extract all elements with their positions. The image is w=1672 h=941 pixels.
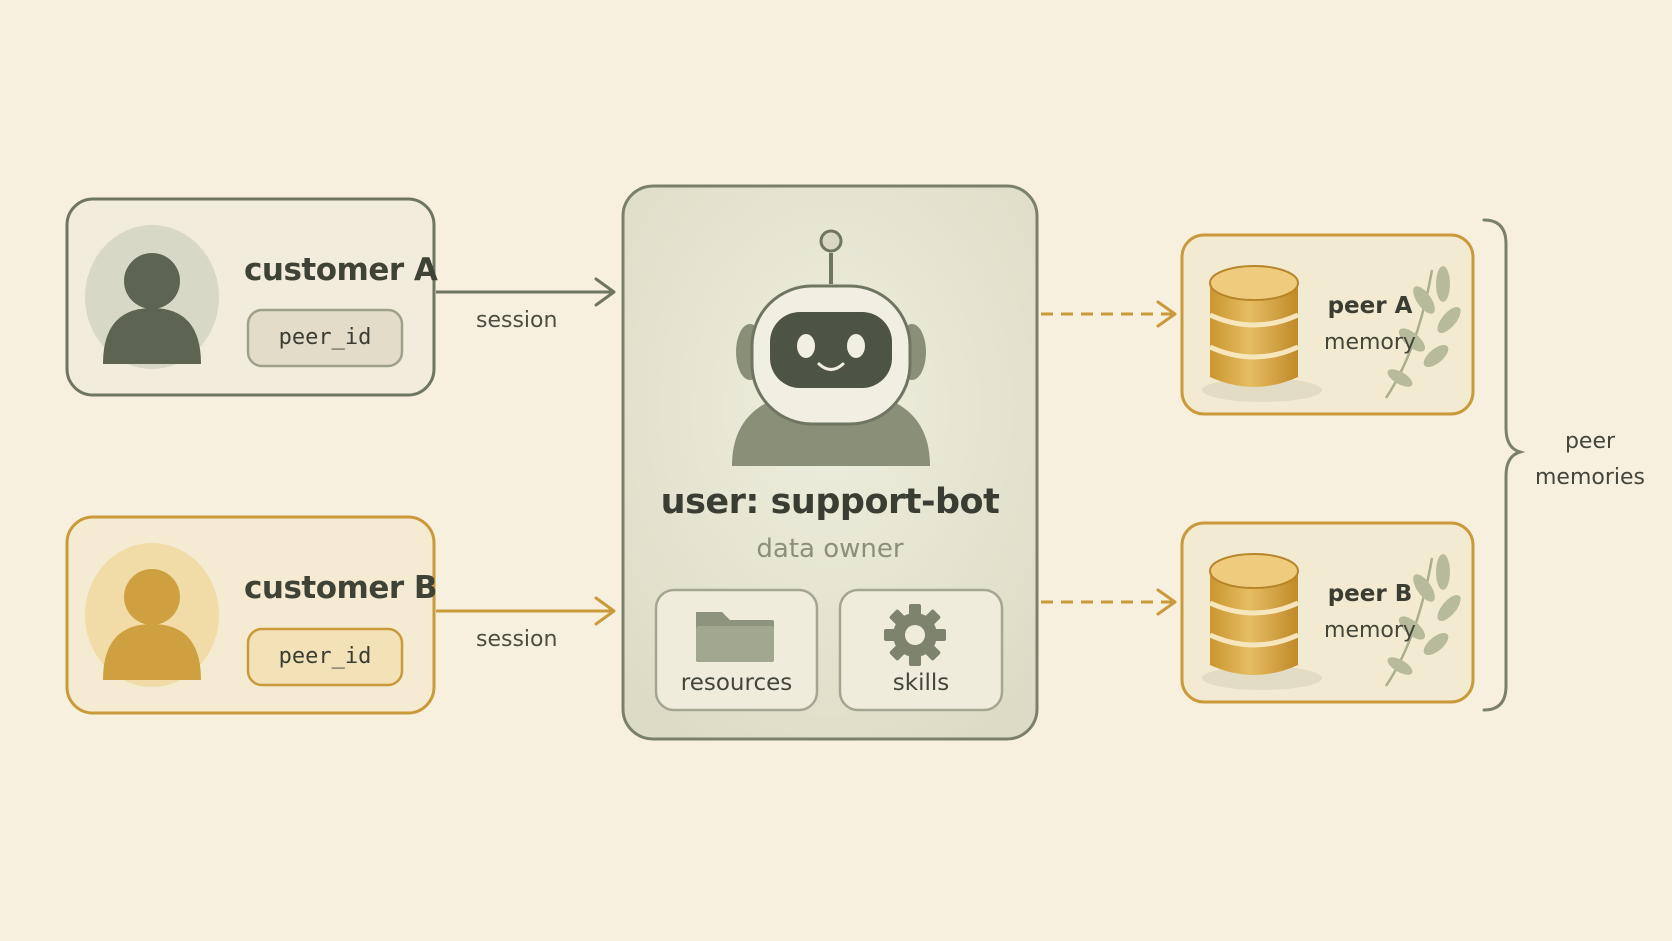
peer-memories-line-1: peer bbox=[1564, 429, 1616, 454]
customer-a-avatar-icon bbox=[85, 225, 219, 369]
bot-subtitle: data owner bbox=[756, 534, 904, 564]
customer-b-peer-id: peer_id bbox=[278, 644, 372, 669]
support-bot-panel bbox=[621, 184, 1039, 741]
peer-a-subtitle: memory bbox=[1324, 330, 1416, 355]
peer-b-memory-card bbox=[1180, 521, 1475, 704]
peer-memories-line-2: memories bbox=[1534, 465, 1645, 490]
resources-tile bbox=[654, 588, 819, 712]
dashed-arrow-b bbox=[1041, 588, 1177, 616]
peer-memories-brace bbox=[1482, 218, 1526, 712]
customer-a-name: customer A bbox=[244, 252, 438, 288]
peer-a-title: peer A bbox=[1327, 293, 1413, 319]
skills-tile bbox=[838, 588, 1004, 712]
robot-icon bbox=[732, 229, 930, 466]
gear-icon bbox=[884, 604, 946, 666]
customer-a-peer-id: peer_id bbox=[278, 325, 372, 350]
session-arrow-a bbox=[436, 277, 616, 307]
peer-b-title: peer B bbox=[1327, 581, 1413, 607]
dashed-arrow-a bbox=[1041, 300, 1177, 328]
session-arrow-b bbox=[436, 596, 616, 626]
peer-a-database-icon bbox=[1208, 265, 1300, 387]
customer-b-peer-id-chip bbox=[246, 627, 404, 687]
customer-a-card bbox=[65, 197, 436, 397]
peer-b-leaf-icon bbox=[1384, 554, 1461, 687]
customer-b-name: customer B bbox=[244, 570, 438, 606]
resources-label: resources bbox=[680, 670, 793, 696]
bot-title: user: support-bot bbox=[660, 482, 1000, 522]
peer-a-memory-card bbox=[1180, 233, 1475, 416]
session-label-a: session bbox=[476, 308, 558, 333]
customer-b-card bbox=[65, 515, 436, 715]
session-label-b: session bbox=[476, 627, 558, 652]
folder-icon bbox=[696, 612, 774, 662]
customer-a-peer-id-chip bbox=[246, 308, 404, 368]
skills-label: skills bbox=[892, 670, 950, 696]
peer-a-leaf-icon bbox=[1384, 266, 1461, 399]
customer-b-avatar-icon bbox=[85, 543, 219, 687]
peer-memories-label: peer memories bbox=[1520, 424, 1660, 496]
peer-b-database-icon bbox=[1208, 553, 1300, 675]
peer-b-subtitle: memory bbox=[1324, 618, 1416, 643]
